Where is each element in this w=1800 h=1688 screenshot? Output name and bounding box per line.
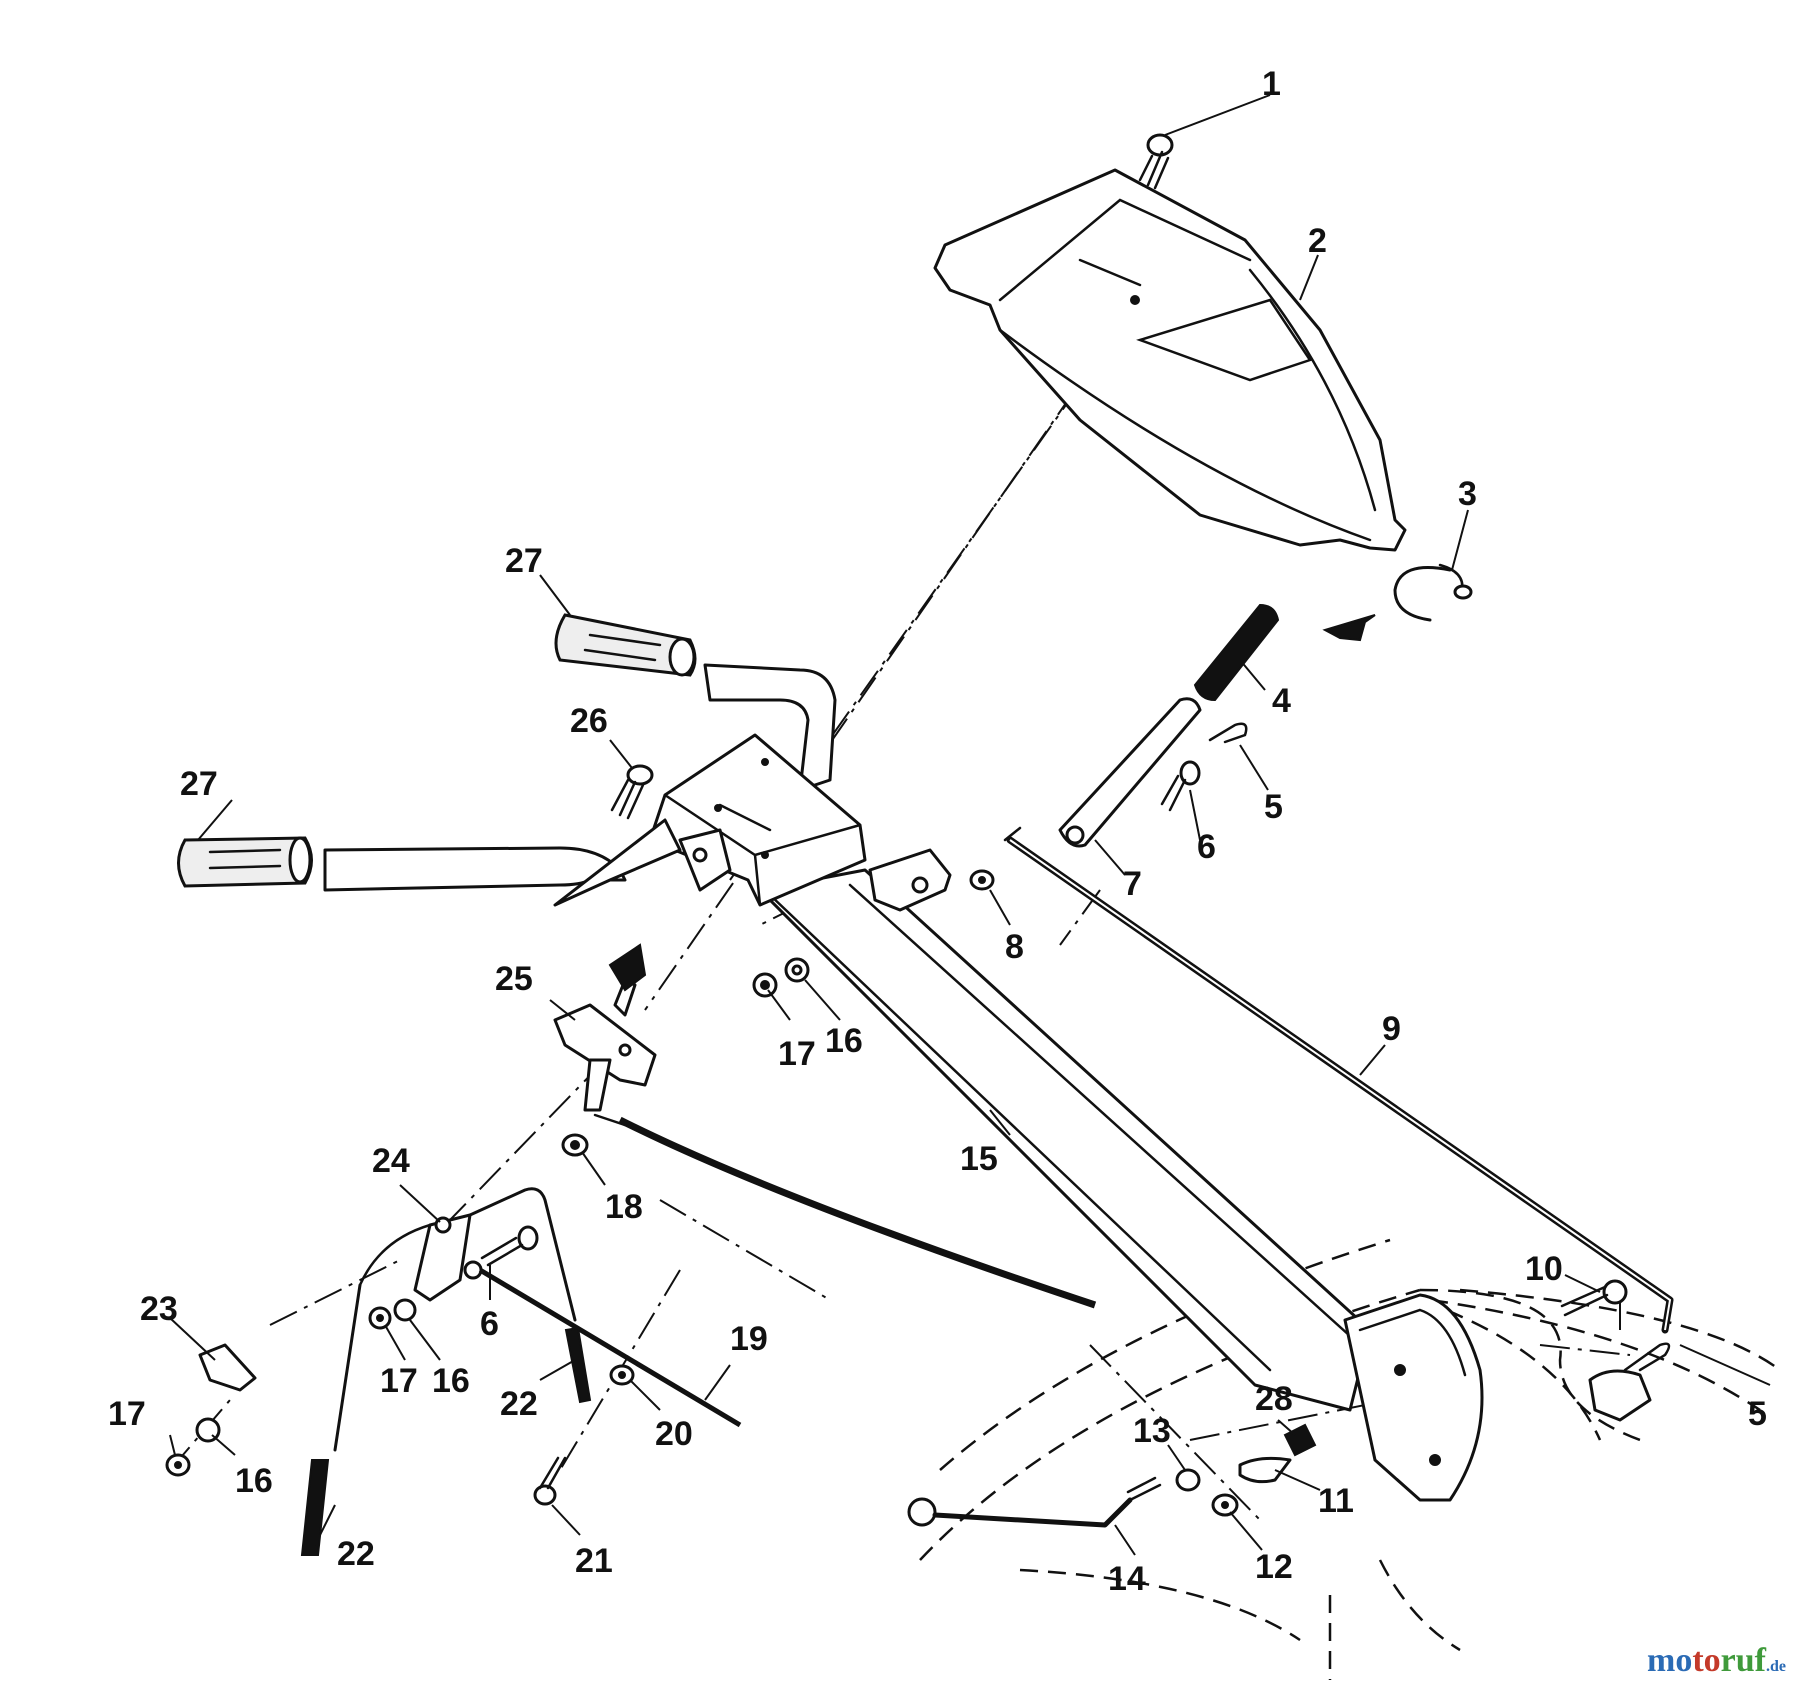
plate-part-11 [1238, 1456, 1292, 1484]
callout-5-lower: 5 [1748, 1395, 1767, 1433]
callout-23: 23 [140, 1290, 178, 1328]
lower-bracket-part-24 [333, 1187, 577, 1452]
watermark-part-3: ruf [1720, 1642, 1766, 1679]
callout-15: 15 [960, 1140, 998, 1178]
callout-13: 13 [1133, 1412, 1171, 1450]
callout-3: 3 [1458, 475, 1477, 513]
handle-bracket [553, 733, 867, 907]
pin-part-22-upper [564, 1326, 592, 1404]
hand-grip-lower-part-27 [177, 836, 313, 888]
handle-tube-part-15 [758, 868, 1372, 1412]
callout-20: 20 [655, 1415, 693, 1453]
tube-bracket [868, 848, 952, 912]
lever-grip-part-4 [1193, 603, 1280, 702]
callout-28: 28 [1255, 1380, 1293, 1418]
callout-12: 12 [1255, 1548, 1293, 1586]
callout-5-upper: 5 [1264, 788, 1283, 826]
depth-lever-part-14 [907, 1476, 1162, 1528]
hairpin-clip-part-5-lower [1623, 1342, 1671, 1372]
control-cable [618, 1116, 1097, 1309]
screw-part-1 [1138, 133, 1174, 190]
callout-6-upper: 6 [1197, 828, 1216, 866]
callout-7: 7 [1123, 865, 1142, 903]
control-bracket-part-25 [553, 943, 657, 1132]
callout-27-lower: 27 [180, 765, 218, 803]
nut-part-12 [1211, 1493, 1239, 1517]
callout-16-mid: 16 [825, 1022, 863, 1060]
callout-21: 21 [575, 1542, 613, 1580]
bolt-part-6-upper [1160, 760, 1201, 812]
watermark-part-4: .de [1766, 1658, 1786, 1675]
watermark-part-1: mo [1647, 1642, 1693, 1679]
nut-part-8 [969, 869, 995, 891]
callout-18: 18 [605, 1188, 643, 1226]
callout-16-lower-a: 16 [432, 1362, 470, 1400]
callout-11: 11 [1318, 1482, 1354, 1520]
watermark-logo: motoruf.de [1647, 1642, 1786, 1680]
nut-part-17-lower-b [165, 1453, 191, 1477]
callout-6-lower: 6 [480, 1305, 499, 1343]
handlebar [323, 663, 837, 892]
callout-1: 1 [1262, 65, 1281, 103]
callout-numbers: 1 2 3 4 5 5 6 6 7 8 9 10 11 12 13 14 15 … [108, 65, 1767, 1598]
washer-part-16-mid [784, 957, 810, 983]
callout-26: 26 [570, 702, 608, 740]
callout-17-lower-a: 17 [380, 1362, 418, 1400]
leader-lines [169, 94, 1771, 1556]
lever-part-7 [1058, 697, 1202, 848]
callout-10: 10 [1525, 1250, 1563, 1288]
watermark-part-2: to [1692, 1642, 1721, 1679]
callout-16-lower-b: 16 [235, 1462, 273, 1500]
callout-9: 9 [1382, 1010, 1401, 1048]
bolt-part-26 [610, 764, 654, 820]
tine-hood-outline [919, 1238, 1781, 1680]
hand-grip-upper-part-27 [554, 613, 697, 677]
callout-19: 19 [730, 1320, 768, 1358]
shift-rod-part-9 [1003, 826, 1674, 1334]
callout-8: 8 [1005, 928, 1024, 966]
callout-24: 24 [372, 1142, 410, 1180]
belt-cover-part-2 [933, 168, 1407, 552]
callout-25: 25 [495, 960, 533, 998]
washer-part-16-lower-a [393, 1298, 417, 1322]
rod-part-19 [478, 1267, 742, 1428]
retaining-ring-part-3 [1322, 563, 1473, 642]
callout-2: 2 [1308, 222, 1327, 260]
nut-part-17-lower-a [368, 1306, 392, 1330]
nut-part-17-mid [752, 972, 778, 998]
callout-14: 14 [1108, 1560, 1146, 1598]
washer-part-13 [1175, 1468, 1201, 1492]
callout-17-mid: 17 [778, 1035, 816, 1073]
hairpin-clip-part-5-upper [1208, 722, 1248, 744]
nut-part-18 [561, 1133, 589, 1157]
callout-17-lower-b: 17 [108, 1395, 146, 1433]
callout-22-upper: 22 [500, 1385, 538, 1423]
bolt-part-6-lower [480, 1225, 539, 1267]
pin-part-22-lower [300, 1459, 330, 1556]
callout-27-upper: 27 [505, 542, 543, 580]
clip-bracket [1588, 1369, 1652, 1422]
callout-22-lower: 22 [337, 1535, 375, 1573]
bolt-part-21 [533, 1456, 567, 1506]
lower-belt-guide [1343, 1293, 1484, 1502]
nut-part-20 [609, 1364, 635, 1386]
clip-part-23 [198, 1343, 257, 1392]
callout-4: 4 [1272, 682, 1291, 720]
